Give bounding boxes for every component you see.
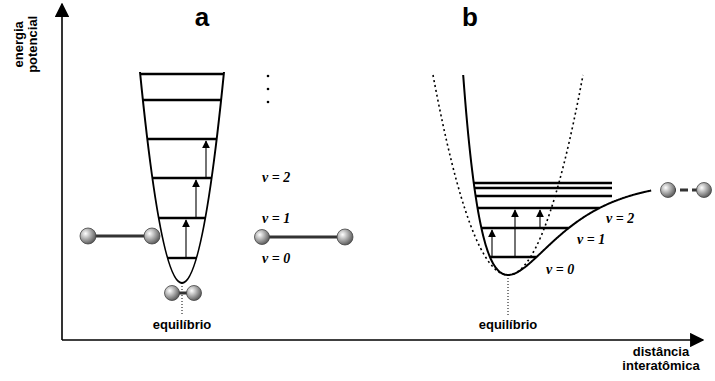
morse-curve (463, 75, 651, 275)
energy-level (476, 195, 612, 197)
energy-level (143, 99, 221, 101)
quantum-number: v = 2 (262, 170, 290, 185)
axis-title: distância interatômica (612, 345, 710, 374)
equilibrium-line (508, 275, 509, 315)
transition-arrow (185, 220, 186, 257)
quantum-number: v = 0 (262, 251, 290, 266)
molecule-stretched (255, 229, 354, 245)
transition-arrow (205, 141, 206, 177)
energy-level (140, 73, 224, 75)
quantum-number: v = 1 (577, 232, 605, 247)
energy-level (474, 182, 612, 184)
energy-level (481, 227, 568, 229)
equilibrium-line (182, 283, 183, 315)
equilibrium-label: equilíbrio (458, 318, 558, 332)
panel-letter: b (456, 3, 484, 32)
transition-arrow (514, 210, 515, 256)
quantum-number: v = 2 (606, 211, 634, 226)
energy-level (474, 187, 612, 189)
harmonic-approximation (433, 75, 583, 275)
energy-levels (140, 74, 651, 275)
quantum-number: v = 1 (262, 211, 290, 226)
molecule-compressed (165, 286, 202, 301)
molecule-stretched (80, 228, 160, 244)
y-axis (61, 4, 63, 340)
axis-title: energia potencial (12, 8, 41, 80)
energy-level (490, 256, 537, 258)
energy-level (152, 177, 211, 179)
transition-arrow (539, 210, 540, 227)
energy-level (159, 217, 206, 219)
energy-level (168, 257, 197, 259)
transition-arrow (491, 230, 492, 256)
energy-level (478, 207, 600, 209)
energy-level (147, 138, 216, 140)
quantum-number: v = 0 (546, 262, 574, 277)
x-axis (62, 339, 703, 341)
continuation-dots (267, 75, 270, 104)
harmonic-curve (140, 72, 224, 283)
molecule-dissociated (661, 183, 712, 198)
equilibrium-label: equilíbrio (132, 318, 232, 332)
transition-arrow (195, 180, 196, 217)
panel-letter: a (188, 3, 216, 32)
